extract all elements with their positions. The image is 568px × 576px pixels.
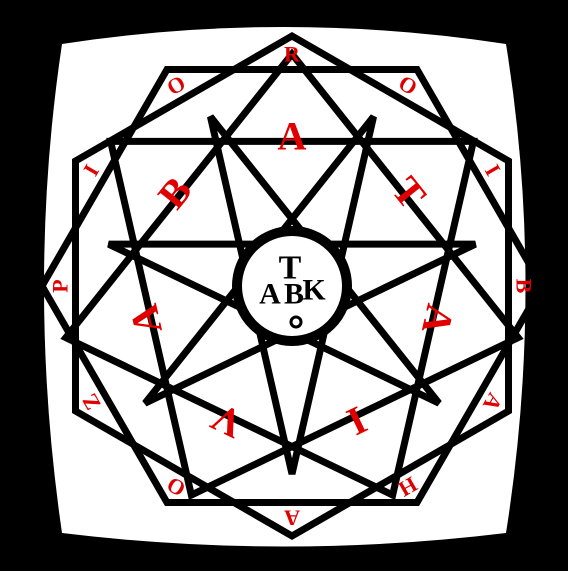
ring-letter: P xyxy=(48,279,73,292)
ring-letter: B xyxy=(512,279,537,294)
ring-letter: A xyxy=(284,506,300,531)
monogram-letter: A xyxy=(259,278,281,311)
monogram-letter: B xyxy=(284,278,304,311)
ring-letter: R xyxy=(284,42,301,67)
monogram-letter: K xyxy=(302,274,326,307)
star-letter: A xyxy=(278,114,307,159)
